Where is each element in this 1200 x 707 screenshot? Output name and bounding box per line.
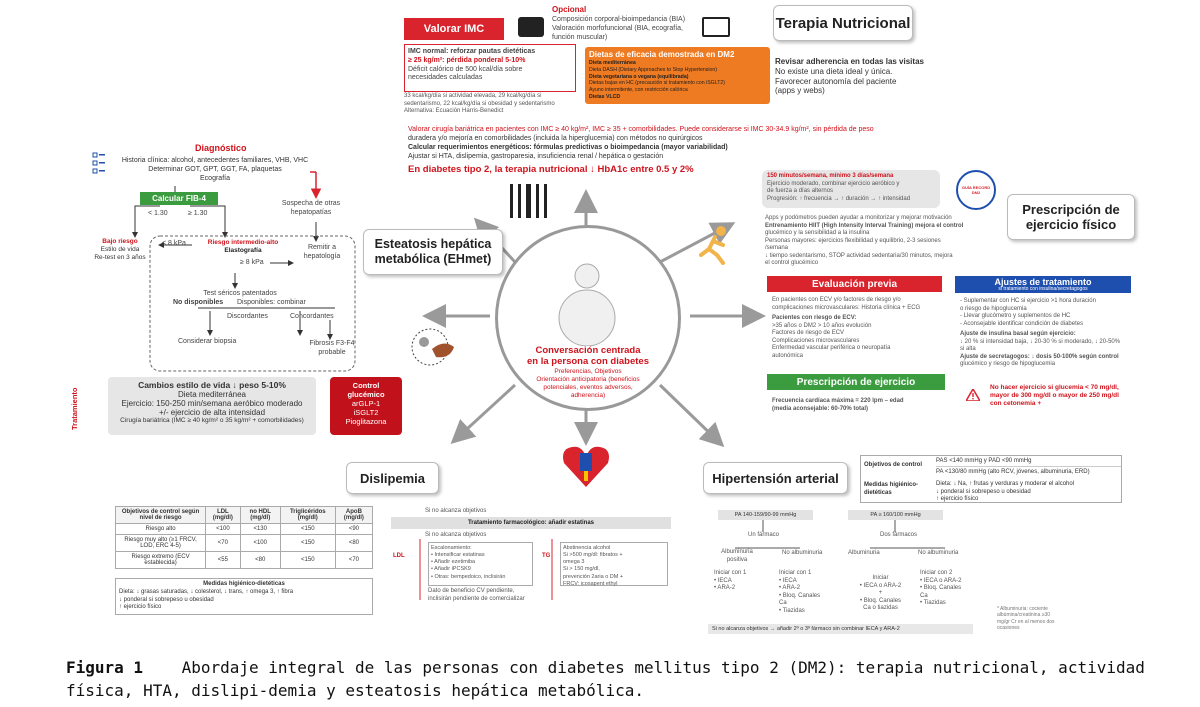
arrow-down-left — [450, 383, 517, 445]
cambios-box: Cambios estilo de vida ↓ peso 5-10% Diet… — [108, 377, 316, 435]
lt8-label: < 8 kPa — [162, 240, 186, 247]
tg-label: TG — [542, 553, 551, 559]
warning-text: No hacer ejercicio si glucemia < 70 mg/d… — [990, 384, 1119, 408]
evaluacion-text: En pacientes con ECV y/o factores de rie… — [772, 297, 921, 359]
kcal-note: 33 kcal/kg/día si actividad elevada, 29 … — [404, 93, 555, 114]
hta-footer: Si no alcanza objetivos → añadir 2º o 3º… — [708, 624, 973, 634]
pa1-label: PA 140-159/90-99 mmHg — [718, 510, 813, 520]
evaluacion-previa-badge: Evaluación previa — [767, 276, 942, 292]
ge8-label: ≥ 8 kPa — [240, 259, 264, 266]
hta-option-2: Iniciar con 1• IECA• ARA-2• Bloq. Canale… — [779, 570, 821, 614]
section-title-exercise: Prescripción de ejercicio físico — [1007, 194, 1135, 240]
diagnostico-text: Historia clínica: alcohol, antecedentes … — [121, 157, 309, 183]
connector-lines — [132, 171, 945, 600]
cutlery-icon — [508, 182, 552, 220]
fib4-ge: ≥ 1.30 — [188, 210, 208, 217]
prescripcion-badge: Prescripción de ejercicio — [767, 374, 945, 390]
person-icon — [555, 262, 619, 347]
lipid-goals-table: Objetivos de control según nivel de ries… — [114, 506, 374, 569]
intermedio-text: Riesgo intermedio-alto Elastografía — [207, 239, 279, 255]
ajustes-text: - Suplementar con HC si ejercicio >1 hor… — [960, 298, 1121, 367]
tg-box: Abstinencia alcohol Si >500 mg/dl: fibra… — [560, 542, 668, 587]
discordantes-label: Discordantes — [227, 313, 268, 320]
nodisp-label: No disponibles — [173, 299, 224, 306]
section-title-nutrition: Terapia Nutricional — [773, 5, 913, 41]
ldl-label: LDL — [393, 553, 405, 559]
concordantes-label: Concordantes — [290, 313, 334, 320]
imc-box: IMC normal: reforzar pautas dietéticas ≥… — [404, 44, 576, 92]
table-row: Riesgo extremo (ECV establecida)<55<80<1… — [114, 551, 374, 569]
escalon-box: Escalonamiento: • Intensificar estatinas… — [428, 542, 533, 586]
runner-icon — [695, 225, 735, 265]
prescripcion-text: Frecuencia cardíaca máxima = 220 lpm – e… — [772, 398, 904, 412]
record-badge: GUÍA RECORD DM2 — [956, 170, 996, 210]
table-row: Riesgo muy alto (≥1 FRCV, LOD, ERC 4-5)<… — [114, 534, 374, 552]
bariatric-text: Valorar cirugía bariátrica en pacientes … — [408, 126, 874, 161]
bajo-riesgo-text: Bajo riesgo Estilo de vida Re-test en 3 … — [94, 238, 146, 262]
un-farmaco: Un fármaco — [748, 532, 780, 538]
no-alcanza-2: Si no alcanza objetivos — [425, 532, 487, 538]
checklist-icon — [92, 152, 106, 176]
warning-icon — [964, 387, 982, 402]
center-text: Conversación centrada en la persona con … — [527, 345, 649, 400]
lipid-note: Dato de beneficio CV pendiente, inclisir… — [428, 588, 525, 602]
no-albuminuria-2: No albuminuria — [918, 550, 959, 556]
weekly-exercise-box: 150 minutos/semana, mínimo 3 días/semana… — [762, 170, 940, 208]
arrow-down-right — [658, 383, 725, 448]
liver-icon — [410, 327, 460, 367]
control-box: Control glucémico arGLP-1 iSGLT2 Pioglit… — [330, 377, 402, 435]
tratamiento-label: Tratamiento — [70, 387, 79, 430]
ajustes-badge: Ajustes de tratamiento si tratamiento co… — [955, 276, 1131, 293]
valorar-imc-badge: Valorar IMC — [404, 18, 504, 40]
diets-box: Dietas de eficacia demostrada en DM2 Die… — [585, 47, 770, 104]
dos-farmacos: Dos fármacos — [880, 532, 918, 538]
monitor-icon — [702, 17, 730, 37]
hta-option-4: Iniciar con 2• IECA o ARA-2• Bloq. Canal… — [920, 570, 962, 606]
section-title-liver: Esteatosis hepática metabólica (EHmet) — [363, 229, 503, 275]
hta-option-1: Iniciar con 1• IECA• ARA-2 — [714, 570, 747, 591]
pharm-bar: Tratamiento farmacológico: añadir estati… — [391, 517, 671, 529]
tests-label: Test séricos patentados — [203, 290, 277, 297]
opcional-label: Opcional — [552, 5, 587, 14]
remitir-text: Remitir a hepatología — [303, 244, 341, 260]
no-albuminuria-1: No albuminuria — [782, 550, 823, 556]
fib4-badge: Calcular FIB-4 — [140, 192, 218, 205]
hba1c-text: En diabetes tipo 2, la terapia nutricion… — [408, 164, 694, 175]
opcional-list: Composición corporal-bioimpedancia (BIA)… — [552, 16, 686, 41]
pa2-label: PA ≥ 160/100 mmHg — [848, 510, 943, 520]
fibrosis-text: Fibrosis F3-F4 probable — [309, 340, 355, 356]
sospecha-text: Sospecha de otras hepatopatías — [281, 200, 341, 216]
biopsia-label: Considerar biopsia — [178, 338, 237, 345]
no-alcanza-1: Si no alcanza objetivos — [425, 508, 487, 514]
albuminuria-2: Albuminuria — [848, 550, 880, 556]
scale-icon — [518, 17, 544, 37]
section-title-hta: Hipertensión arterial — [703, 462, 848, 494]
table-header: Objetivos de control según nivel de ries… — [114, 506, 374, 524]
figure-caption: Figura 1 Abordaje integral de las person… — [66, 658, 1145, 701]
lipid-measures-box: Medidas higiénico-dietéticas Dieta: ↓ gr… — [115, 578, 373, 616]
disp-label: Disponibles: combinar — [237, 299, 306, 306]
section-title-lipids: Dislipemia — [346, 462, 439, 494]
diagnostico-title: Diagnóstico — [195, 143, 247, 153]
table-row: Riesgo alto<100<130<150<90 — [114, 523, 374, 535]
fib4-lt: < 1.30 — [148, 210, 168, 217]
hta-goals-box: Objetivos de control PAS <140 mmHg y PAD… — [860, 455, 1122, 503]
heart-icon — [560, 443, 612, 489]
adherencia-text: Revisar adherencia en todas las visitas … — [775, 57, 924, 96]
apps-text: Apps y podómetros pueden ayudar a monito… — [765, 215, 964, 266]
